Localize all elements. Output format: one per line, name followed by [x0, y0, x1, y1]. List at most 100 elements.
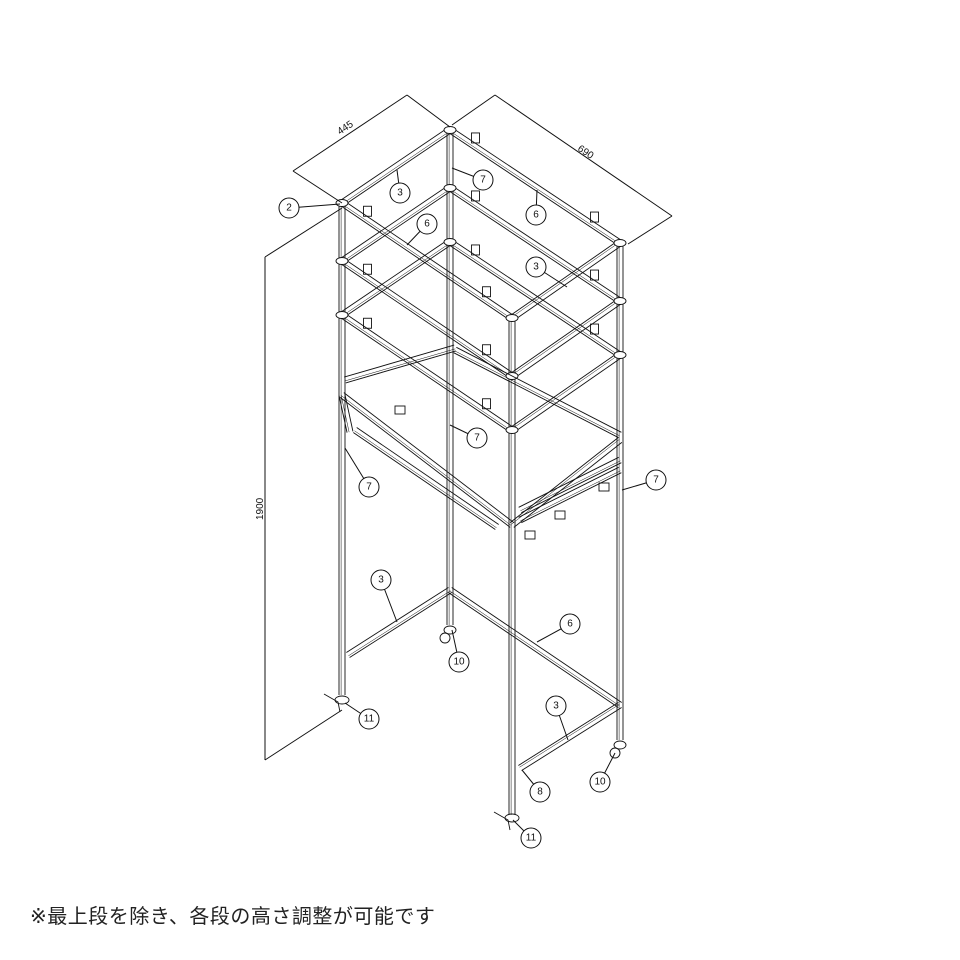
slide-bracket	[598, 482, 610, 492]
drawer-side	[509, 437, 623, 528]
callout-3: 3	[525, 256, 568, 288]
bracket-icon	[363, 205, 372, 217]
callout-6: 6	[406, 213, 438, 246]
slide-bracket	[394, 405, 406, 415]
callout-circle	[589, 771, 611, 793]
callout-number: 2	[286, 203, 292, 214]
corner-joint	[335, 311, 349, 319]
footer-note: ※最上段を除き、各段の高さ調整が可能です	[30, 904, 436, 928]
callout-circle	[278, 197, 300, 219]
dimension-line	[494, 94, 673, 217]
dimension-line	[627, 215, 673, 245]
callout-circle	[389, 182, 411, 204]
bracket-icon	[471, 190, 480, 202]
shelf-side-bar	[340, 239, 452, 318]
bracket-icon	[363, 263, 372, 275]
bracket-icon	[482, 286, 491, 298]
bracket-icon	[590, 269, 599, 281]
corner-joint	[613, 351, 627, 359]
callout-3: 3	[545, 695, 569, 741]
callout-2: 2	[278, 197, 341, 219]
dimension-line	[292, 170, 343, 204]
bottom-long-bar	[448, 587, 622, 708]
callout-circle	[520, 827, 542, 849]
callout-number: 10	[594, 777, 606, 788]
callout-10: 10	[589, 752, 616, 793]
corner-joint	[335, 257, 349, 265]
callout-number: 11	[364, 714, 375, 725]
callout-3: 3	[370, 569, 398, 623]
caster-back	[443, 625, 457, 635]
callout-circle	[466, 427, 488, 449]
bracket-icon	[482, 344, 491, 356]
corner-joint	[505, 426, 519, 434]
callout-number: 11	[526, 833, 537, 844]
callout-number: 3	[378, 575, 384, 586]
dimension-line	[292, 94, 408, 172]
caster-right	[613, 740, 627, 750]
drawer-slide	[518, 456, 622, 514]
callout-11: 11	[344, 702, 380, 730]
corner-joint	[613, 239, 627, 247]
post-left	[338, 203, 346, 695]
drawer-rail	[339, 392, 515, 528]
callout-11: 11	[512, 819, 542, 849]
callout-10: 10	[448, 629, 470, 673]
callout-7: 7	[621, 469, 667, 491]
callout-number: 6	[424, 219, 430, 230]
shelf-side-bar	[510, 352, 622, 433]
callout-circle	[370, 569, 392, 591]
rack-frame	[323, 126, 627, 831]
bracket-icon	[590, 211, 599, 223]
callout-number: 6	[567, 619, 573, 630]
corner-joint	[443, 184, 457, 192]
callout-circle	[559, 613, 581, 635]
dimension-height: 1900	[255, 497, 266, 520]
callout-number: 3	[397, 188, 403, 199]
callout-circle	[529, 781, 551, 803]
callout-number: 3	[533, 262, 539, 273]
drawer-side	[338, 394, 354, 433]
bracket-icon	[471, 244, 480, 256]
dimension-line	[406, 94, 451, 128]
callout-number: 6	[533, 210, 539, 221]
dimension-width: 445	[336, 119, 356, 138]
callout-circle	[645, 469, 667, 491]
dimension-line	[451, 94, 496, 126]
corner-joint	[613, 297, 627, 305]
slide-bracket	[524, 530, 536, 540]
slide-bracket	[554, 510, 566, 520]
callout-number: 7	[366, 482, 372, 493]
callout-circle	[416, 213, 438, 235]
callout-number: 8	[537, 787, 543, 798]
bottom-side-bar	[346, 587, 452, 658]
caster-lock-left	[334, 695, 350, 705]
callout-6: 6	[525, 189, 547, 226]
callout-number: 7	[653, 475, 659, 486]
callout-circle	[525, 204, 547, 226]
dimension-line	[264, 709, 343, 761]
caster-wheel	[609, 747, 621, 759]
bottom-side-bar	[518, 702, 622, 771]
caster-wheel	[439, 632, 451, 644]
callout-number: 10	[453, 657, 465, 668]
callout-number: 3	[553, 701, 559, 712]
callout-circle	[358, 708, 380, 730]
bracket-icon	[363, 317, 372, 329]
dimension-depth: 690	[575, 143, 595, 162]
shelf-side-bar	[510, 298, 622, 379]
callout-8: 8	[521, 769, 551, 803]
bracket-icon	[590, 323, 599, 335]
caster-lever	[323, 693, 341, 713]
dimension-line	[264, 207, 343, 258]
post-right	[616, 243, 624, 740]
callout-7: 7	[449, 424, 488, 449]
corner-joint	[443, 126, 457, 134]
drawer-slide	[518, 466, 622, 524]
post-back	[446, 130, 454, 625]
shelf-side-bar	[340, 185, 452, 264]
shelf-long-bar	[448, 127, 622, 246]
